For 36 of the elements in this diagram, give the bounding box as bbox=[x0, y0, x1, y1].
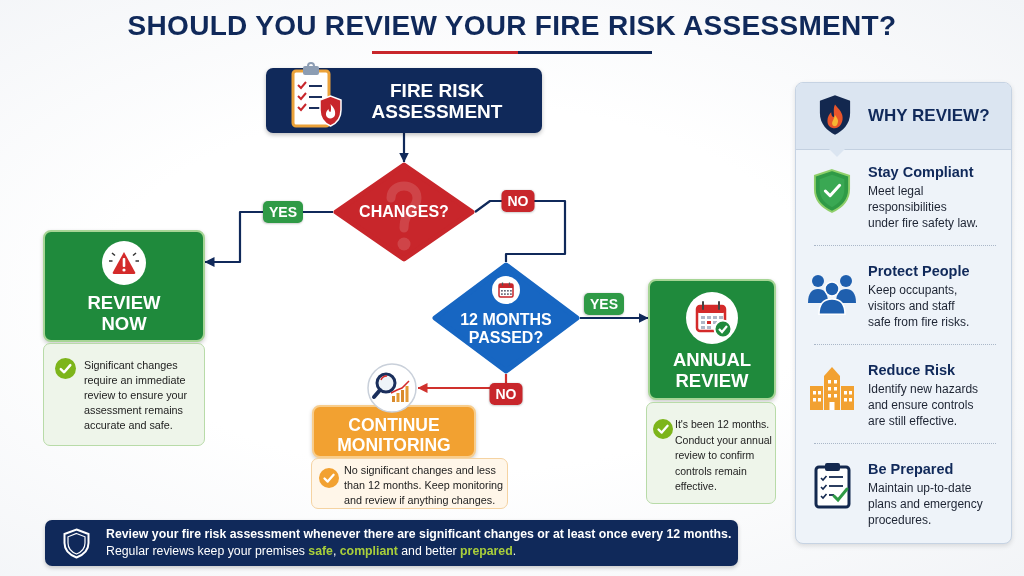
note-text: It's been 12 months. Conduct your annual review to confirm controls remain effective. bbox=[675, 417, 773, 495]
arrow bbox=[580, 313, 649, 323]
reason-title: Stay Compliant bbox=[868, 165, 974, 181]
reason-text: Maintain up-to-date plans and emergency procedures. bbox=[868, 480, 984, 528]
reason-title: Be Prepared bbox=[868, 462, 954, 478]
banner-heading: Review your fire risk assessment whenever there are significant changes or at least once every 12 months. bbox=[106, 527, 732, 542]
edge-label: YES bbox=[584, 292, 624, 316]
note-text: Significant changes require an immediate review to ensure your assessment remains accurate and safe. bbox=[84, 358, 189, 433]
banner-text: Regular reviews keep your premises safe, compliant and better prepared. bbox=[106, 544, 517, 559]
note-text: No significant changes and less than 12 months. Keep monitoring and review if anything changes. bbox=[344, 463, 505, 508]
action-box bbox=[43, 230, 205, 342]
edge-label: NO bbox=[489, 382, 523, 406]
decision-label: CHANGES? bbox=[359, 202, 449, 222]
note-box bbox=[43, 343, 205, 446]
reason-text: Identify new hazards and ensure controls are still effective. bbox=[868, 381, 980, 429]
arrow bbox=[399, 133, 409, 163]
reason-title: Protect People bbox=[868, 264, 970, 280]
note-box bbox=[311, 458, 508, 509]
reason-title: Reduce Risk bbox=[868, 363, 956, 379]
decision-label: 12 MONTHS PASSED? bbox=[459, 310, 553, 348]
title: SHOULD YOU REVIEW YOUR FIRE RISK ASSESSMENT? bbox=[127, 9, 897, 43]
edge-label: YES bbox=[263, 200, 303, 224]
edge-label: NO bbox=[501, 189, 535, 213]
node-label: REVIEW NOW bbox=[86, 293, 162, 335]
node-label: ANNUAL REVIEW bbox=[671, 350, 753, 392]
decision-diamond bbox=[432, 262, 580, 374]
note-box bbox=[646, 402, 776, 504]
decision-diamond bbox=[333, 162, 475, 262]
reason-text: Meet legal responsibilities under fire safety law. bbox=[868, 183, 980, 231]
node-label: FIRE RISK ASSESSMENT bbox=[370, 79, 504, 123]
panel-heading: WHY REVIEW? bbox=[868, 107, 990, 126]
reason-text: Keep occupants, visitors and staff safe from fire risks. bbox=[868, 282, 971, 330]
action-box bbox=[648, 279, 776, 400]
info-panel bbox=[795, 82, 1012, 544]
node-label: CONTINUE MONITORING bbox=[336, 416, 452, 456]
info-banner bbox=[45, 520, 738, 566]
